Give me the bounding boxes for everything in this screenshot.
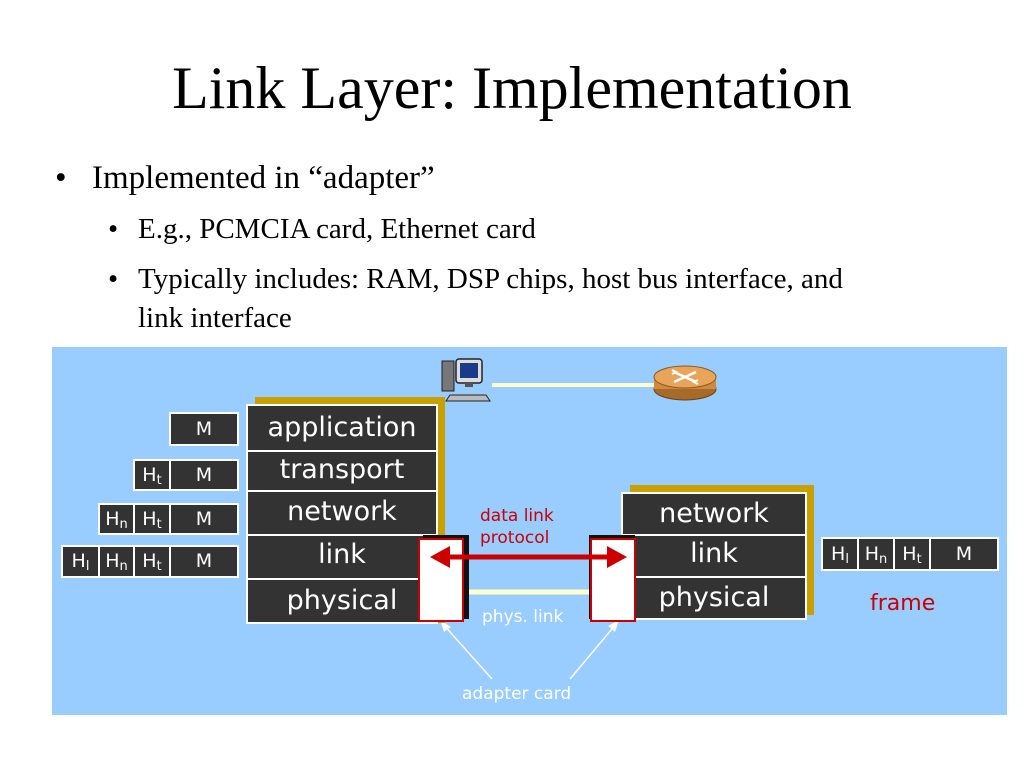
- frame-m: M: [929, 537, 999, 571]
- encap-row-2-m: M: [169, 459, 239, 491]
- sub-bullet-2-text: Typically includes: RAM, DSP chips, host…: [138, 263, 843, 295]
- bullet-dot: •: [108, 213, 119, 245]
- sub-bullet-2-text-cont: link interface: [138, 302, 292, 334]
- router-layer-link: link: [623, 534, 805, 576]
- phys-link-label: phys. link: [482, 607, 564, 627]
- host-layer-application: application: [267, 412, 417, 443]
- frame-hn: Hn: [857, 537, 895, 571]
- encap-row-4-hl: Hl: [61, 545, 100, 578]
- host-stack: application transport network link physi…: [246, 404, 438, 624]
- protocol-label-2: protocol: [480, 528, 550, 548]
- router-icon: [653, 365, 717, 401]
- router-layer-network: network: [659, 498, 769, 529]
- encap-row-1-m: M: [169, 412, 239, 446]
- encap-row-3-m: M: [169, 503, 239, 535]
- frame-label: frame: [870, 591, 936, 616]
- sub-bullet-1-text: E.g., PCMCIA card, Ethernet card: [138, 213, 536, 245]
- slide-title: Link Layer: Implementation: [172, 55, 852, 121]
- adapter-card-label: adapter card: [462, 684, 572, 704]
- encap-row-4-ht: Ht: [133, 545, 171, 578]
- bullet-dot: •: [108, 263, 119, 295]
- encap-row-2-ht: Ht: [133, 459, 171, 491]
- frame-hl: Hl: [821, 537, 859, 571]
- router-layer-physical: physical: [623, 576, 805, 620]
- network-link-line: [440, 383, 657, 680]
- encap-row-4-m: M: [169, 545, 239, 578]
- host-layer-transport: transport: [248, 450, 436, 490]
- host-layer-link: link: [248, 534, 436, 578]
- frame-ht: Ht: [893, 537, 931, 571]
- diagram-panel: M Ht M Hn Ht M Hl Hn Ht M application tr…: [52, 347, 1007, 715]
- host-layer-physical: physical: [248, 578, 436, 622]
- router-stack: network link physical: [621, 492, 807, 620]
- main-bullet-text: Implemented in “adapter”: [92, 160, 435, 196]
- protocol-label-1: data link: [480, 506, 554, 526]
- bullet-dot: •: [55, 160, 67, 196]
- host-layer-network: network: [248, 490, 436, 534]
- data-link-protocol-arrow: [430, 546, 627, 568]
- computer-icon: [441, 358, 491, 402]
